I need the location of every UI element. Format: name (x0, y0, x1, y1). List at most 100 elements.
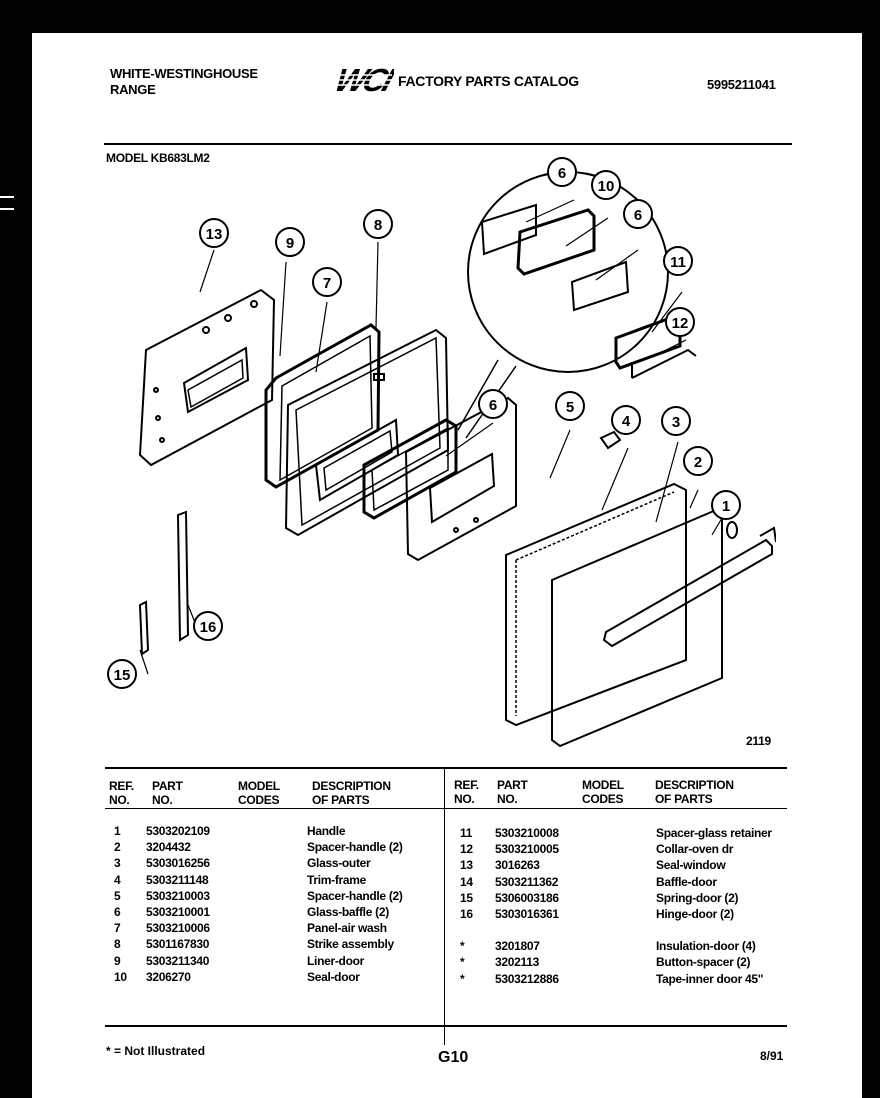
description-cell: Seal-window (656, 858, 726, 873)
left-desc-header: DESCRIPTION OF PARTS (312, 779, 391, 807)
table-bottom-rule (105, 1025, 787, 1027)
ref-no-cell: * (460, 939, 465, 954)
outer-glass-part (551, 508, 723, 748)
ref-no-cell: * (460, 971, 465, 986)
ref-no-cell: 12 (460, 842, 473, 857)
callout-11: 10 (591, 170, 621, 200)
svg-text:16: 16 (200, 619, 217, 636)
svg-text:9: 9 (286, 235, 294, 252)
svg-text:6: 6 (634, 207, 642, 224)
description-cell: Button-spacer (2) (656, 955, 751, 970)
ref-no-cell: 3 (114, 856, 121, 871)
page-code: G10 (438, 1049, 469, 1066)
callout-13: 12 (665, 307, 695, 337)
description-cell: Trim-frame (307, 872, 367, 887)
callout-16: 16 (193, 611, 223, 641)
table-divider (444, 767, 445, 1045)
right-desc-header: DESCRIPTION OF PARTS (655, 778, 734, 806)
callout-14: 13 (199, 218, 229, 248)
description-cell: Hinge-door (2) (656, 907, 734, 921)
catalog-number: 5995211041 (707, 77, 776, 92)
brand-line-2: RANGE (110, 82, 156, 97)
callout-3: 3 (661, 406, 691, 436)
parts-catalog-page: WHITE-WESTINGHOUSE RANGE WCI FACTORY PAR… (32, 33, 862, 1098)
spring-door-part (138, 600, 150, 656)
ref-no-cell: 9 (114, 953, 121, 968)
svg-text:WCI: WCI (332, 63, 394, 95)
callout-1: 1 (711, 490, 741, 520)
callout-4: 4 (611, 405, 641, 435)
scan-edge-mark (0, 196, 14, 198)
glass-baffle-stack-part (362, 418, 458, 520)
callout-12: 11 (663, 246, 693, 276)
description-cell: Tape-inner door 45" (656, 971, 764, 986)
part-no-cell: 5301167830 (146, 937, 210, 952)
part-no-cell: 5303202109 (146, 824, 210, 838)
figure-number: 2119 (746, 734, 771, 748)
svg-text:5: 5 (566, 399, 574, 416)
part-no-cell: 5303211362 (495, 874, 559, 889)
description-cell: Handle (307, 824, 346, 838)
part-no-cell: 5303210006 (146, 921, 210, 936)
ref-no-cell: 7 (114, 921, 121, 936)
svg-text:15: 15 (114, 667, 131, 684)
part-no-cell: 5303210001 (146, 905, 210, 919)
print-date: 8/91 (760, 1049, 784, 1063)
detail-seal-window (631, 348, 697, 379)
description-cell: Glass-outer (307, 856, 371, 871)
description-cell: Spring-door (2) (656, 890, 739, 905)
right-codes-header: MODEL CODES (582, 778, 624, 806)
description-cell: Seal-door (307, 969, 360, 984)
callout-6a: 6 (547, 157, 577, 187)
table-header-rule (105, 808, 787, 809)
header-rule (104, 143, 792, 145)
panel-air-wash-part (404, 396, 517, 562)
svg-text:6: 6 (489, 397, 497, 414)
part-no-cell: 3201807 (495, 939, 540, 954)
not-illustrated-note: * = Not Illustrated (106, 1044, 206, 1058)
scan-edge-mark (0, 208, 14, 210)
part-no-cell: 5303212886 (495, 971, 559, 986)
ref-no-cell: 4 (114, 872, 121, 887)
description-cell: Glass-baffle (2) (307, 905, 389, 919)
svg-text:13: 13 (206, 226, 223, 243)
ref-no-cell: 13 (460, 858, 473, 873)
left-ref-header: REF. NO. (109, 779, 134, 807)
svg-text:2: 2 (694, 454, 702, 471)
left-codes-header: MODEL CODES (238, 779, 280, 807)
door-seal-part (264, 323, 381, 489)
description-cell: Baffle-door (656, 874, 717, 889)
right-ref-header: REF. NO. (454, 778, 479, 806)
ref-no-cell: 5 (114, 888, 121, 903)
ref-no-cell: 11 (460, 826, 473, 840)
ref-no-cell: 16 (460, 907, 473, 921)
part-no-cell: 5303211148 (146, 872, 209, 887)
exploded-parts-diagram: 13 9 7 8 6 10 6 11 12 6 5 4 3 2 1 16 15 (107, 157, 776, 748)
brand-line-1: WHITE-WESTINGHOUSE (110, 66, 258, 81)
svg-text:8: 8 (374, 217, 382, 234)
ref-no-cell: 10 (114, 969, 127, 984)
ref-no-cell: 15 (460, 890, 473, 905)
svg-text:4: 4 (622, 413, 631, 430)
detail-glass-baffle-upper (480, 203, 537, 256)
callout-7: 6 (478, 389, 508, 419)
ref-no-cell: * (460, 955, 465, 970)
part-no-cell: 3016263 (495, 858, 540, 873)
part-no-cell: 5306003186 (495, 890, 559, 905)
svg-text:10: 10 (598, 178, 615, 195)
callout-10: 9 (275, 227, 305, 257)
svg-text:3: 3 (672, 414, 680, 431)
svg-text:1: 1 (722, 498, 730, 515)
model-label: MODEL KB683LM2 (106, 151, 210, 165)
part-no-cell: 5303210005 (495, 842, 559, 857)
callout-5: 5 (555, 391, 585, 421)
wci-logo: WCI (331, 62, 400, 98)
description-cell: Strike assembly (307, 937, 394, 952)
svg-text:11: 11 (670, 254, 686, 271)
ref-no-cell: 1 (114, 824, 121, 838)
hinge-door-part (176, 510, 190, 642)
description-cell: Panel-air wash (307, 921, 387, 936)
callout-2: 2 (683, 446, 713, 476)
part-no-cell: 5303016256 (146, 856, 210, 871)
part-no-cell: 5303210003 (146, 888, 210, 903)
